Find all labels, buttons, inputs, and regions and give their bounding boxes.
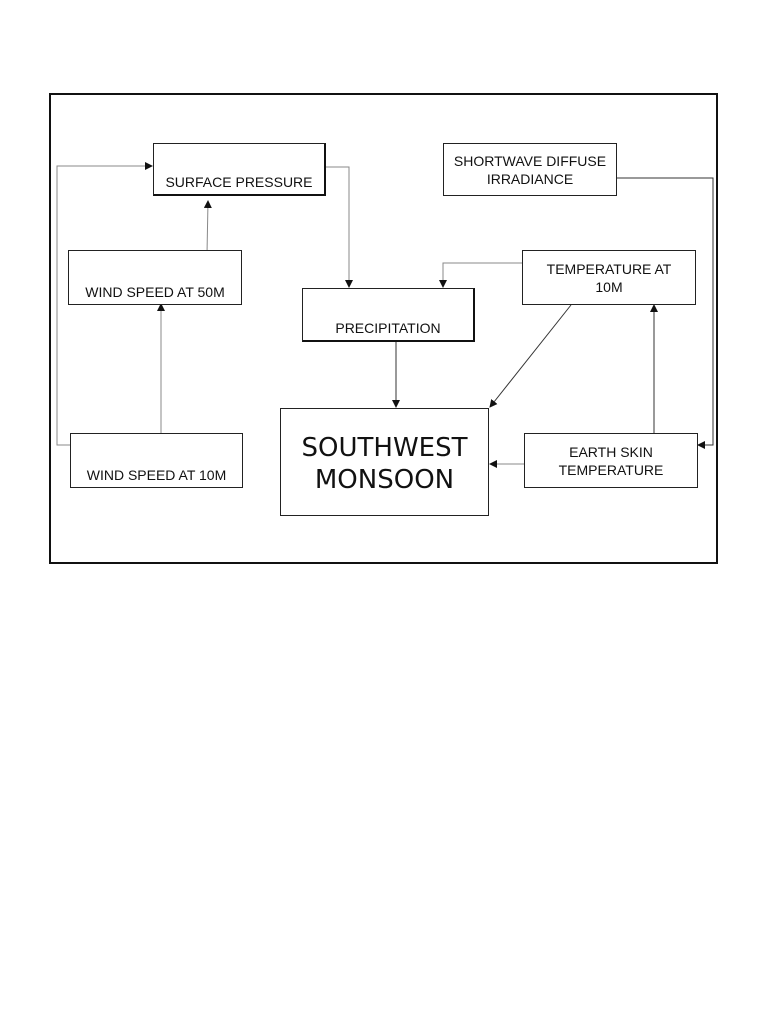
node-wind-speed-50m: WIND SPEED AT 50M bbox=[68, 250, 242, 305]
node-surface-pressure: SURFACE PRESSURE bbox=[153, 143, 326, 196]
node-shortwave-diffuse-irradiance: SHORTWAVE DIFFUSE IRRADIANCE bbox=[443, 143, 617, 196]
edge-wind10-to-surface-pressure bbox=[56, 162, 153, 446]
node-monsoon-label-line1: SOUTHWEST bbox=[301, 433, 468, 463]
node-southwest-monsoon: SOUTHWEST MONSOON bbox=[280, 408, 489, 516]
edge-temperature-to-precipitation bbox=[439, 262, 522, 288]
node-earth-skin-label: EARTH SKIN TEMPERATURE bbox=[559, 443, 664, 479]
node-temperature-10m: TEMPERATURE AT 10M bbox=[522, 250, 696, 305]
node-shortwave-label-line1: SHORTWAVE DIFFUSE bbox=[453, 152, 607, 169]
edge-temperature-to-monsoon bbox=[489, 304, 572, 408]
node-monsoon-label: SOUTHWEST MONSOON bbox=[302, 432, 468, 496]
node-monsoon-label-line2: MONSOON bbox=[314, 465, 455, 495]
edge-wind50-to-surface-pressure bbox=[203, 200, 212, 255]
node-shortwave-label-line2: IRRADIANCE bbox=[486, 170, 574, 187]
node-earth-skin-label-line2: TEMPERATURE bbox=[558, 461, 664, 478]
node-shortwave-label: SHORTWAVE DIFFUSE IRRADIANCE bbox=[454, 152, 606, 188]
node-temperature-label-line2: 10M bbox=[595, 278, 623, 295]
node-precipitation-label: PRECIPITATION bbox=[335, 320, 441, 336]
node-temperature-label: TEMPERATURE AT 10M bbox=[547, 260, 672, 296]
node-surface-pressure-label: SURFACE PRESSURE bbox=[165, 174, 313, 190]
node-earth-skin-label-line1: EARTH SKIN bbox=[569, 443, 653, 460]
node-precipitation: PRECIPITATION bbox=[302, 288, 475, 342]
edge-surface-pressure-to-precipitation bbox=[326, 166, 353, 288]
node-temperature-label-line1: TEMPERATURE AT bbox=[546, 260, 672, 277]
edge-shortwave-to-earth-skin bbox=[617, 177, 714, 449]
node-earth-skin-temperature: EARTH SKIN TEMPERATURE bbox=[524, 433, 698, 488]
diagram-frame bbox=[49, 93, 718, 564]
node-wind-speed-10m: WIND SPEED AT 10M bbox=[70, 433, 243, 488]
node-wind-speed-10m-label: WIND SPEED AT 10M bbox=[86, 467, 227, 483]
node-wind-speed-50m-label: WIND SPEED AT 50M bbox=[85, 284, 225, 300]
